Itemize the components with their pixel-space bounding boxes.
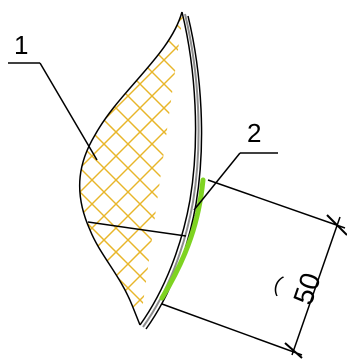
body-outline <box>79 11 183 326</box>
hatch-line <box>223 0 347 361</box>
section-line <box>87 221 187 237</box>
hatch-line <box>79 12 183 325</box>
callout-2-leader <box>193 152 241 211</box>
hatch-line <box>79 12 183 325</box>
hatch-line <box>319 0 347 361</box>
hatch-line <box>295 0 347 361</box>
hatch-line <box>79 12 82 325</box>
highlight-strip <box>159 177 206 301</box>
hatch-line <box>79 12 183 325</box>
hatch-line <box>79 12 183 325</box>
extension-line-top <box>207 179 346 229</box>
callout-2-label: 2 <box>247 118 261 148</box>
hatch-line <box>79 12 183 325</box>
wall-layer-inner <box>139 11 197 326</box>
extension-line-bottom <box>161 303 303 356</box>
hatch-line <box>296 0 347 361</box>
hatch-line <box>199 0 347 361</box>
hatch-line <box>200 0 347 361</box>
hatch-line <box>79 12 183 325</box>
dimension-tick-top <box>326 214 347 236</box>
callout-1-label: 1 <box>14 30 28 60</box>
hatch-line <box>79 12 183 325</box>
hatch-line <box>79 12 81 325</box>
hatch-line <box>247 0 347 361</box>
callout-2: 2 <box>193 118 278 211</box>
hatch-line <box>0 0 57 361</box>
hatch-line <box>151 12 183 325</box>
hatch-line <box>79 12 183 325</box>
dimension-line <box>291 216 341 356</box>
hatch-line <box>150 12 183 325</box>
dimension: 50 ⌒ <box>161 179 347 359</box>
dimension-tick-bottom <box>284 342 303 359</box>
hatch-line <box>0 0 9 361</box>
callout-1: 1 <box>8 30 98 161</box>
hatch-line <box>79 12 183 325</box>
hatch-line <box>320 0 347 361</box>
hatch-line <box>79 12 183 325</box>
hatch-line <box>0 0 8 361</box>
callout-1-leader <box>39 62 98 161</box>
hatch-line <box>248 0 347 361</box>
hatch-line <box>79 12 183 325</box>
hatch-line <box>79 12 183 325</box>
hatch-line <box>224 0 347 361</box>
hatch-line <box>79 12 183 325</box>
